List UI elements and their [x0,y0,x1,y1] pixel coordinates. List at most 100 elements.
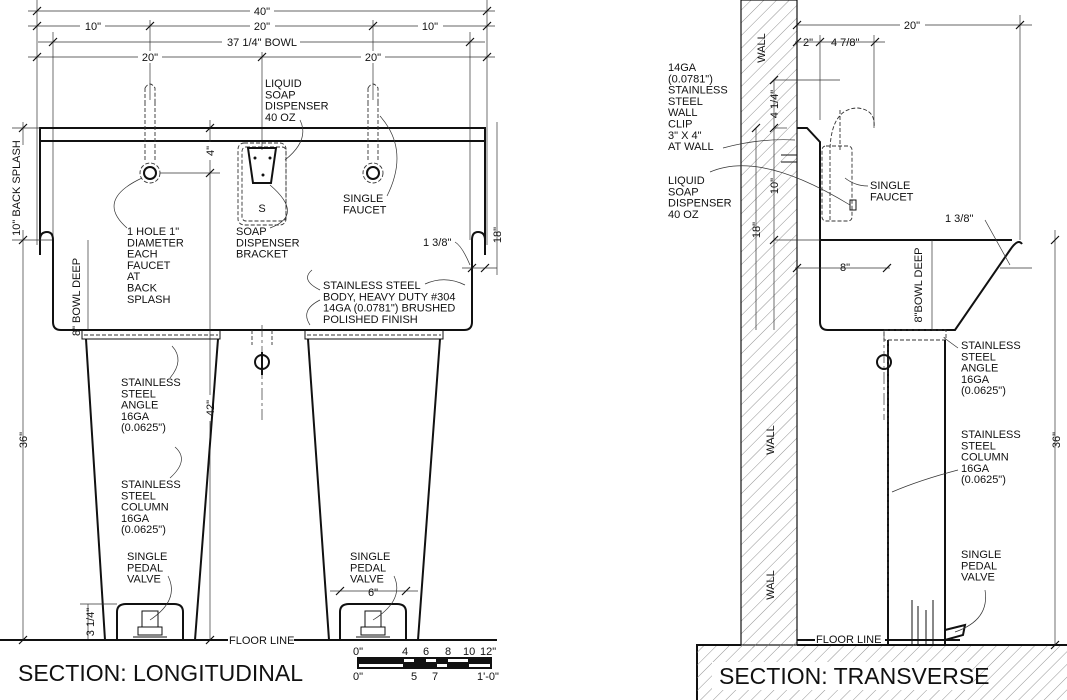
sink-body [39,127,486,331]
dim-overall: 40" [254,6,270,18]
label-line: DISPENSER [265,101,329,113]
scale-top-10: 10 [463,646,475,658]
label-line: CLIP [668,119,692,131]
scale-top-6: 6 [423,646,429,658]
label-line: 40 OZ [668,209,699,221]
label-line: 16GA [121,513,150,525]
dim-right-half: 20" [365,52,381,64]
wall-label-top: WALL [756,33,768,63]
title-transverse: SECTION: TRANSVERSE [719,663,990,689]
scale-top-4: 4 [402,646,408,658]
label-line: DISPENSER [668,198,732,210]
wall-label-low: WALL [765,570,777,600]
dim-valve-height: 3 1/4" [85,608,97,636]
label-line: SINGLE [127,551,167,563]
leader [284,119,304,161]
scale-top-8: 8 [445,646,451,658]
label-line: STEEL [121,490,156,502]
label-line: (0.0625") [121,524,166,536]
label-line: STAINLESS [961,340,1021,352]
scale-bottom-0: 0" [353,671,363,683]
transverse-section: WALL WALL WALL 20" 2" 4 7 [668,0,1067,700]
dim-bowl-8: 8" [840,262,850,274]
column-left [81,329,221,641]
label-line: (0.0625") [961,474,1006,486]
label-line: AT [127,271,141,283]
label-line: FAUCET [127,260,171,272]
label-line: BACK [127,283,158,295]
dim-bowl-deep: 8"BOWL DEEP [913,247,925,322]
dim-left-offset: 10" [85,21,101,33]
dim-bowl-deep: 8" BOWL DEEP [71,258,83,336]
dim-clip: 2" [803,37,813,49]
title-longitudinal: SECTION: LONGITUDINAL [18,660,303,686]
dim-height-36: 36" [1051,432,1063,448]
label-line: 16GA [121,411,150,423]
label-line: VALVE [961,572,995,584]
vertical-dimensions: 10" BACK SPLASH 36" 8" BOWL DEEP 4" 42" … [11,120,504,645]
label-line: EACH [127,249,158,261]
label-line: STAINLESS STEEL [323,280,421,292]
label-line: SOAP [265,89,296,101]
label-floor-line: FLOOR LINE [816,634,881,646]
label-floor-line: FLOOR LINE [229,635,294,647]
dim-bowl: 37 1/4" BOWL [227,37,297,49]
label-line: PEDAL [350,562,386,574]
pedal-valve-left [116,603,184,640]
label-line: STEEL [961,351,996,363]
label-line: AT WALL [668,141,714,153]
label-line: STAINLESS [961,429,1021,441]
faucet-side [821,107,875,222]
scale-bottom-5: 5 [411,671,417,683]
dim-faucet-height: 4 1/4" [769,90,781,118]
label-line: (0.0625") [961,385,1006,397]
soap-dispenser: S [237,142,287,226]
dim-height-18: 18" [751,222,763,238]
label-line: 16GA [961,374,990,386]
dim-left-half: 20" [142,52,158,64]
label-line: SPLASH [127,294,170,306]
label-line: SINGLE [350,551,390,563]
label-line: STAINLESS [121,479,181,491]
label-line: LIQUID [668,175,705,187]
label-line: SOAP [236,226,267,238]
dim-rim: 1 3/8" [423,237,451,249]
wall: WALL WALL WALL [696,0,1067,700]
label-line: PEDAL [127,562,163,574]
label-line: WALL [668,107,698,119]
drain-centerline [251,325,273,420]
column-side [876,330,967,645]
label-line: SOAP [668,186,699,198]
dim-height-36: 36" [18,432,30,448]
label-line: STAINLESS [121,377,181,389]
column-right [304,329,444,641]
label-line: SINGLE [870,180,910,192]
label-line: VALVE [127,574,161,586]
label-line: 3" X 4" [668,130,702,142]
label-line: COLUMN [121,502,169,514]
longitudinal-section: 40" 10" 20" 10" 37 1/4" BOWL 20" 20" [0,0,504,686]
label-line: ANGLE [121,400,158,412]
label-line: SINGLE [343,193,383,205]
label-line: DIAMETER [127,237,184,249]
dim-back-splash: 10" BACK SPLASH [11,140,23,236]
dim-depth: 20" [904,20,920,32]
label-line: (0.0625") [121,422,166,434]
dim-height-42: 42" [205,400,217,416]
dim-height-18: 18" [492,227,504,243]
label-line: FAUCET [343,204,387,216]
label-line: BRACKET [236,249,288,261]
graphic-scale: 0" 4 6 8 10 12" 0" 5 7 1'-0" [353,646,499,683]
